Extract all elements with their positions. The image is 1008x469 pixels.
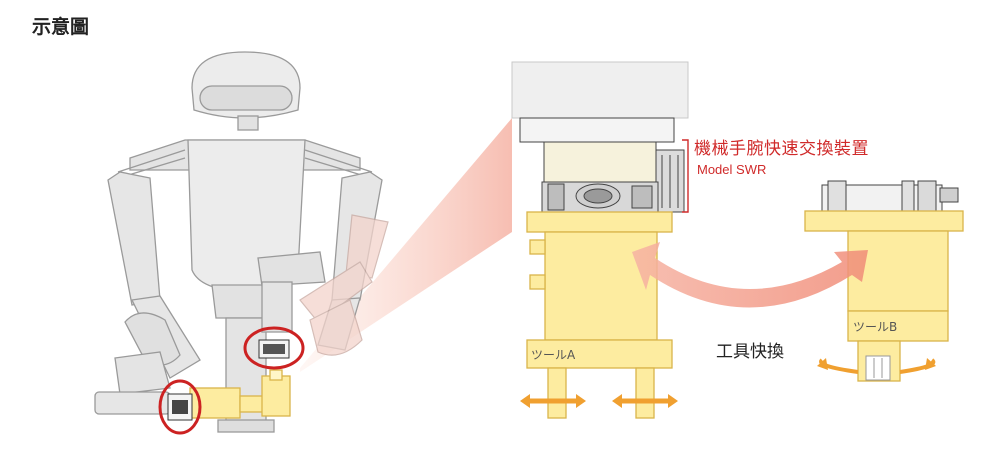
robot-illustration	[94, 51, 383, 433]
tool-a-motion-arrows	[520, 394, 678, 408]
tool-a-body	[544, 231, 658, 341]
robot-left-wrist	[114, 351, 171, 395]
robot-right-hand	[257, 251, 326, 287]
highlight-circle-left	[158, 379, 202, 435]
robot-right-grip	[261, 281, 293, 333]
robot-left-upper-arm	[107, 171, 161, 306]
highlight-circle-right	[243, 326, 305, 370]
tool-b-shaft-window	[865, 355, 891, 381]
tool-a-lower-plate	[526, 339, 673, 369]
tool-a	[526, 211, 673, 419]
device-name-label: 機械手腕快速交換裝置	[694, 139, 869, 159]
robot-visor	[199, 85, 293, 111]
robot-right-tool	[261, 375, 291, 417]
diagram-title: 示意圖	[32, 16, 90, 38]
tool-b-lower-plate	[847, 310, 949, 342]
device-model-label: Model SWR	[697, 162, 767, 177]
rotation-arrowhead-left	[817, 358, 828, 370]
robot-neck	[237, 115, 259, 131]
device-bracket	[682, 139, 689, 213]
robot-arm-motion-ghost	[299, 214, 389, 356]
tool-a-top-plate	[526, 211, 673, 233]
tool-b-top-plate	[804, 210, 964, 232]
tool-b-label: ツールB	[853, 320, 898, 334]
tool-b	[804, 210, 964, 382]
tool-b-mounted-plate	[821, 180, 959, 212]
highlight-right-device	[258, 339, 290, 359]
quick-change-device	[541, 141, 685, 213]
robot-mount-block	[511, 61, 689, 143]
highlight-left-device	[167, 393, 193, 421]
tool-change-label: 工具快換	[716, 342, 784, 362]
tool-swap-arrow	[632, 242, 868, 308]
tool-a-label: ツールA	[531, 348, 576, 362]
device-body	[543, 141, 657, 183]
tool-a-right-finger	[635, 367, 655, 419]
tool-a-left-finger	[547, 367, 567, 419]
robot-base	[217, 419, 275, 433]
rotation-arrowhead-right	[925, 358, 936, 370]
